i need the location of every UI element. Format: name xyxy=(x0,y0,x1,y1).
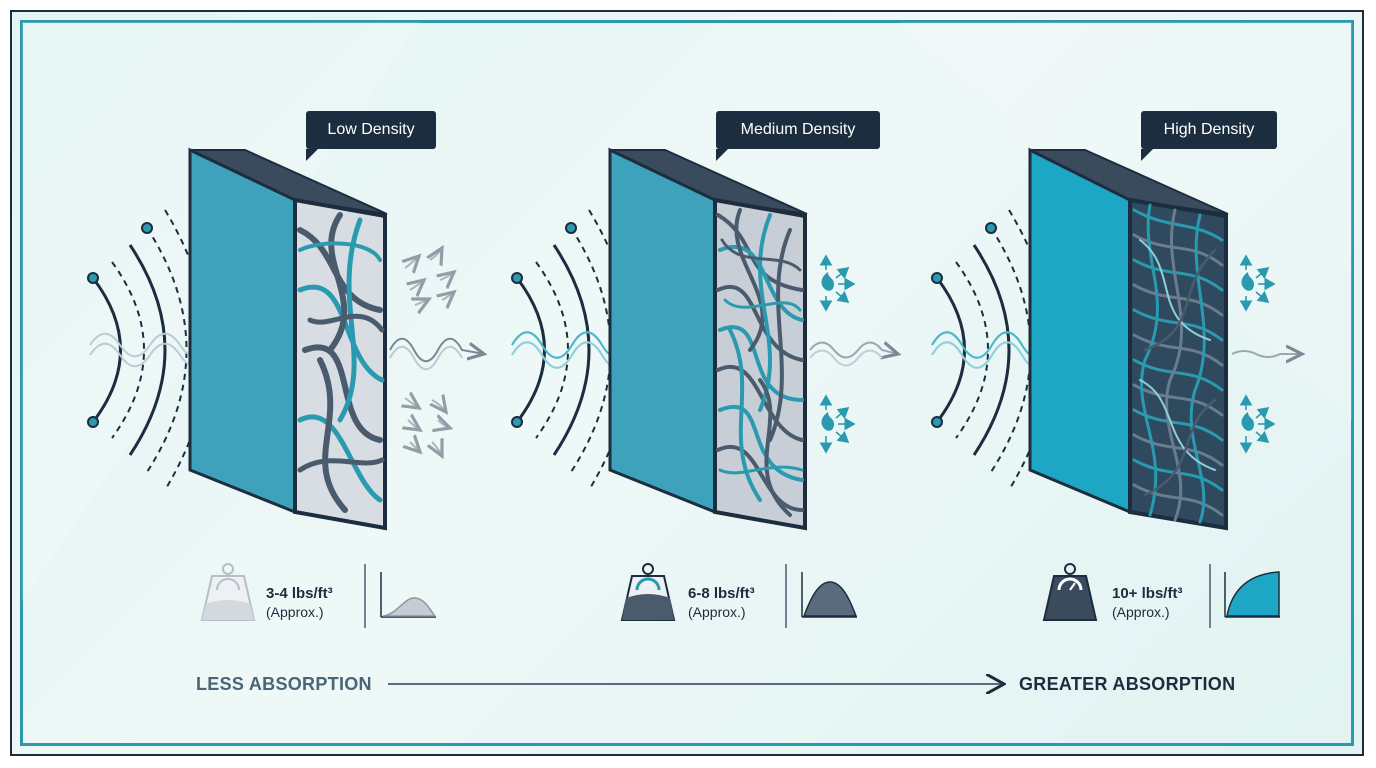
absorption-curve-icon xyxy=(1224,571,1280,618)
density-note: (Approx.) xyxy=(688,604,746,620)
density-value: 10+ lbs/ft³ xyxy=(1112,585,1183,602)
heat-dissipation-icon xyxy=(1239,254,1276,312)
density-note: (Approx.) xyxy=(266,604,324,620)
fiber-structure-dense xyxy=(1132,203,1224,524)
density-readout-high: 10+ lbs/ft³ (Approx.) xyxy=(1112,584,1182,621)
foam-slab-high xyxy=(1028,147,1229,531)
heat-dissipation-icon xyxy=(819,254,856,312)
density-value: 6-8 lbs/ft³ xyxy=(688,585,755,602)
transmitted-sound-wave xyxy=(1231,351,1302,357)
weight-icon xyxy=(200,563,256,621)
panel-low-density xyxy=(87,147,484,628)
panel-title-medium: Medium Density xyxy=(716,111,880,161)
scale-label-greater: GREATER ABSORPTION xyxy=(1019,674,1236,694)
transmitted-sound-wave xyxy=(809,343,898,367)
transmitted-sound-wave xyxy=(389,337,484,371)
density-readout-low: 3-4 lbs/ft³ (Approx.) xyxy=(266,584,333,621)
density-value: 3-4 lbs/ft³ xyxy=(266,585,333,602)
fiber-structure-sparse xyxy=(297,212,385,513)
inner-border xyxy=(20,20,1354,746)
heat-dissipation-icon xyxy=(819,394,856,454)
panel-title-low: Low Density xyxy=(306,111,436,161)
absorption-curve-icon xyxy=(380,572,437,618)
density-readout-medium: 6-8 lbs/ft³ (Approx.) xyxy=(688,584,755,621)
scattered-reflection-arrows xyxy=(405,248,454,456)
panel-medium-density xyxy=(511,147,898,628)
heat-dissipation-icon xyxy=(1239,394,1276,454)
foam-slab-low xyxy=(188,147,388,531)
weight-icon xyxy=(1042,563,1098,621)
sound-source-waves xyxy=(87,209,209,491)
panel-high-density xyxy=(931,147,1302,628)
fiber-structure-medium xyxy=(716,208,804,517)
foam-slab-medium xyxy=(608,147,808,531)
absorption-curve-icon xyxy=(801,572,858,618)
weight-icon xyxy=(620,563,676,621)
panel-title-high: High Density xyxy=(1141,111,1277,161)
density-note: (Approx.) xyxy=(1112,604,1170,620)
scale-label-less: LESS ABSORPTION xyxy=(196,674,372,694)
